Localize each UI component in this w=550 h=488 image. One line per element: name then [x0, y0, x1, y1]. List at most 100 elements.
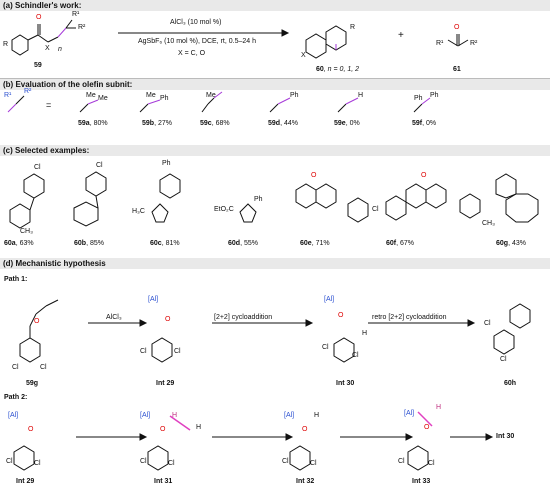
ex-60d-eto2c: EtO₂C: [214, 206, 234, 213]
olefin-59e: 59e, 0%: [334, 120, 360, 127]
p2-int29-label: Int 29: [16, 478, 35, 485]
p2-int30-label: Int 30: [496, 433, 515, 440]
olefin-yield: , 0%: [345, 120, 360, 127]
plus-sign: +: [398, 30, 404, 41]
p1-59g-cl1: Cl: [12, 364, 19, 371]
example-60b: 60b, 85%: [74, 240, 104, 247]
ex-60e-cl: Cl: [372, 206, 379, 213]
p2-int31-cl1: Cl: [140, 458, 147, 465]
example-yield: , 43%: [508, 240, 526, 247]
condition-1: AlCl₃ (10 mol %): [170, 19, 222, 26]
path1-reagent: AlCl₃: [106, 314, 122, 321]
olefin-equals: =: [46, 100, 52, 110]
p2-int33-o: O: [424, 424, 430, 431]
p2-int31-o: O: [160, 426, 166, 433]
path2-title: Path 2:: [4, 394, 28, 401]
olefin-59a-me1: Me: [86, 92, 96, 99]
section-a-header: (a) Schindler's work:: [0, 0, 550, 11]
olefin-59e-h: H: [358, 92, 364, 99]
olefin-59f-ph2: Ph: [430, 92, 439, 99]
p2-int32-label: Int 32: [296, 478, 315, 485]
olefin-59a-me2: Me: [98, 95, 108, 102]
p1-60h-label: 60h: [504, 380, 517, 387]
condition-3: X = C, O: [178, 50, 206, 57]
example-60f: 60f, 67%: [386, 240, 414, 247]
example-60c: 60c, 81%: [150, 240, 180, 247]
byprod-r2-label: R²: [470, 40, 478, 47]
p2-int33-h: H: [436, 404, 442, 411]
sm-r1-label: R¹: [72, 11, 80, 18]
example-yield: , 71%: [311, 240, 330, 247]
prod-r-label: R: [350, 24, 356, 31]
p1-int30-h: H: [362, 330, 368, 337]
p1-int30-label: Int 30: [336, 380, 355, 387]
p1-int29-cl1: Cl: [140, 348, 147, 355]
olefin-r2: R²: [24, 88, 32, 95]
sm-o-label: O: [36, 14, 42, 21]
olefin-yield: , 44%: [280, 120, 298, 127]
prod-id: 60: [316, 66, 324, 73]
olefin-id: 59b: [142, 120, 155, 127]
path1-step2: [2+2] cycloaddition: [214, 314, 273, 321]
olefin-59d-ph: Ph: [290, 92, 299, 99]
p1-int30-cl1: Cl: [322, 344, 329, 351]
p2-int32-cl1: Cl: [282, 458, 289, 465]
ex-60b-cl: Cl: [96, 162, 103, 169]
p2-int29-cl2: Cl: [34, 460, 41, 467]
example-yield: , 63%: [15, 240, 34, 247]
section-b-header: (b) Evaluation of the olefin subnit:: [0, 79, 550, 90]
byprod-label: 61: [453, 66, 461, 73]
prod-x-label: X: [301, 52, 306, 59]
example-id: 60g: [496, 240, 509, 247]
example-id: 60d: [228, 240, 241, 247]
p1-int30-al: [Al]: [324, 296, 335, 303]
p2-int33-cl1: Cl: [398, 458, 405, 465]
byprod-r1-label: R¹: [436, 40, 444, 47]
example-yield: , 55%: [240, 240, 258, 247]
p1-int29-cl2: Cl: [174, 348, 181, 355]
example-60d: 60d, 55%: [228, 240, 258, 247]
olefin-59b-ph: Ph: [160, 95, 169, 102]
example-id: 60c: [150, 240, 162, 247]
p1-59g-o: O: [34, 318, 40, 325]
ex-60f-o: O: [421, 172, 427, 179]
example-yield: , 81%: [161, 240, 180, 247]
p2-int33-cl2: Cl: [428, 460, 435, 467]
example-yield: , 67%: [396, 240, 415, 247]
example-60a: 60a, 63%: [4, 240, 34, 247]
section-c-header: (c) Selected examples:: [0, 145, 550, 156]
p2-int32-al: [Al]: [284, 412, 295, 419]
sm-r2-label: R²: [78, 24, 86, 31]
ex-60d-ph: Ph: [254, 196, 263, 203]
p1-int29-al: [Al]: [148, 296, 159, 303]
example-60e: 60e, 71%: [300, 240, 330, 247]
olefin-id: 59a: [78, 120, 90, 127]
example-id: 60f: [386, 240, 397, 247]
olefin-59b-me: Me: [146, 92, 156, 99]
bond: [27, 34, 39, 41]
ex-60c-ph: Ph: [162, 160, 171, 167]
ex-60f-ch3: CH₃: [482, 220, 495, 227]
prod-label: 60, n = 0, 1, 2: [316, 66, 359, 73]
p1-int29-label: Int 29: [156, 380, 175, 387]
section-d-header: (d) Mechanistic hypothesis: [0, 258, 550, 269]
p1-59g-label: 59g: [26, 380, 39, 387]
p2-int33-al: [Al]: [404, 410, 415, 417]
olefin-yield: , 0%: [422, 120, 437, 127]
prod-note: , n = 0, 1, 2: [323, 66, 360, 73]
sm-n-label: n: [58, 46, 62, 53]
p2-int31-label: Int 31: [154, 478, 173, 485]
olefin-59f-ph1: Ph: [414, 95, 423, 102]
p1-int30-o: O: [338, 312, 344, 319]
p2-int31-cl2: Cl: [168, 460, 175, 467]
olefin-59c-me: Me: [206, 92, 216, 99]
byprod-o-label: O: [454, 24, 460, 31]
olefin-59c: 59c, 68%: [200, 120, 230, 127]
p2-int32-h: H: [314, 412, 320, 419]
divider: [0, 78, 550, 79]
p2-int29-cl1: Cl: [6, 458, 13, 465]
p2-int31-h2: H: [196, 424, 202, 431]
p2-int31-al: [Al]: [140, 412, 151, 419]
p2-int29-o: O: [28, 426, 34, 433]
